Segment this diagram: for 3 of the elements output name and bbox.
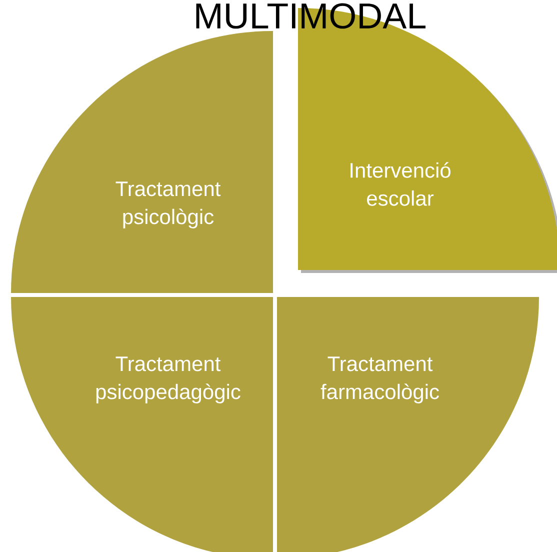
pie-segment: Tractament psicopedagògic [11,297,273,552]
pie-segment: Tractament farmacològic [277,297,539,552]
pie-segment: Tractament psicològic [11,31,273,293]
